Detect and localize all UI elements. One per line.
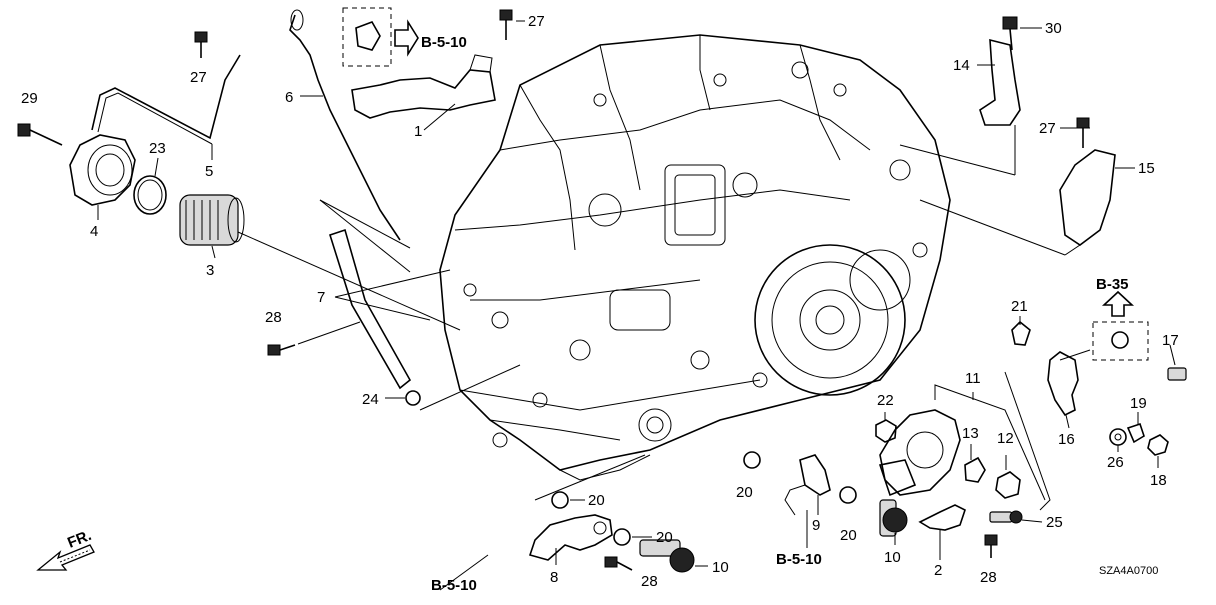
callout-14: 14	[953, 57, 970, 74]
b-5-10-reference-arrows	[439, 454, 808, 591]
part-22-nut	[875, 412, 897, 443]
callout-27c: 27	[1039, 120, 1056, 137]
callout-20b: 20	[656, 529, 673, 546]
part-14-bracket	[899, 38, 1021, 176]
part-29-bolt	[17, 123, 63, 146]
callout-26: 26	[1107, 454, 1124, 471]
part-10-bolts	[639, 499, 908, 573]
callout-9: 9	[812, 517, 820, 534]
part-27-bolts	[194, 9, 1090, 148]
transmission-case	[439, 34, 951, 481]
part-11-switch-assembly	[878, 384, 1046, 501]
callout-27a: 27	[190, 69, 207, 86]
part-25-bolt	[989, 510, 1043, 524]
callout-1: 1	[414, 123, 422, 140]
part-9-sensor	[784, 454, 831, 516]
part-18-nut	[1147, 434, 1169, 468]
callout-28b: 28	[641, 573, 658, 590]
callout-3: 3	[206, 262, 214, 279]
part-1-bracket	[351, 54, 496, 131]
callout-5: 5	[205, 163, 213, 180]
leader-17-16	[1059, 349, 1091, 361]
callout-28a: 28	[265, 309, 282, 326]
part-19-clip	[1126, 412, 1145, 444]
callout-25: 25	[1046, 514, 1063, 531]
b35-reference-box	[1092, 290, 1149, 361]
part-30-bolt	[1002, 16, 1018, 51]
part-21-clip	[1011, 316, 1031, 346]
callout-12: 12	[997, 430, 1014, 447]
callout-labels: 1 2 3 4 5 6 7 8 9 10 10 11 12 13 14 15 1…	[21, 13, 1179, 590]
ref-b-5-10-bottom-left: B-5-10	[431, 577, 477, 594]
callout-4: 4	[90, 223, 98, 240]
callout-24: 24	[362, 391, 379, 408]
callout-7: 7	[317, 289, 325, 306]
callout-19: 19	[1130, 395, 1147, 412]
part-23-o-ring	[133, 157, 167, 215]
callout-30: 30	[1045, 20, 1062, 37]
part-6-dipstick	[289, 9, 411, 273]
callout-17: 17	[1162, 332, 1179, 349]
callout-18: 18	[1150, 472, 1167, 489]
callout-11: 11	[965, 370, 981, 387]
part-24-clamp	[385, 364, 521, 411]
part-20-washers	[551, 451, 857, 546]
part-2-bracket	[918, 504, 966, 560]
callout-27b: 27	[528, 13, 545, 30]
callout-21: 21	[1011, 298, 1028, 315]
part-12-nut	[995, 455, 1021, 499]
leader-right-cluster	[1004, 371, 1051, 511]
b-5-10-reference-box-top	[342, 7, 419, 67]
callout-8: 8	[550, 569, 558, 586]
callout-6: 6	[285, 89, 293, 106]
ref-b-5-10-bottom-center: B-5-10	[776, 551, 822, 568]
callout-10a: 10	[712, 559, 729, 576]
callout-13: 13	[962, 425, 979, 442]
callout-20d: 20	[840, 527, 857, 544]
callout-15: 15	[1138, 160, 1155, 177]
part-16-bracket	[1047, 351, 1079, 429]
part-13-washer	[964, 444, 986, 483]
part-4-housing	[69, 134, 136, 220]
part-28-bolts	[267, 321, 998, 571]
diagram-code: SZA4A0700	[1099, 565, 1158, 577]
callout-20c: 20	[736, 484, 753, 501]
callout-16: 16	[1058, 431, 1075, 448]
part-5-pipe	[91, 54, 241, 160]
part-3-filter	[179, 194, 461, 331]
callout-2: 2	[934, 562, 942, 579]
part-15-bracket	[919, 149, 1135, 256]
reference-labels: B-5-10 B-5-10 B-5-10 B-35	[421, 34, 1129, 594]
part-17-bolt	[1167, 344, 1187, 381]
part-26-washer	[1109, 428, 1127, 452]
callout-20a: 20	[588, 492, 605, 509]
callout-23: 23	[149, 140, 166, 157]
callout-28c: 28	[980, 569, 997, 586]
callout-10b: 10	[884, 549, 901, 566]
ref-b-35: B-35	[1096, 276, 1129, 293]
front-direction-arrow	[36, 544, 95, 571]
callout-29: 29	[21, 90, 38, 107]
part-7-tube	[329, 228, 451, 390]
callout-22: 22	[877, 392, 894, 409]
part-8-sensor	[528, 514, 613, 565]
ref-b-5-10-top: B-5-10	[421, 34, 467, 51]
